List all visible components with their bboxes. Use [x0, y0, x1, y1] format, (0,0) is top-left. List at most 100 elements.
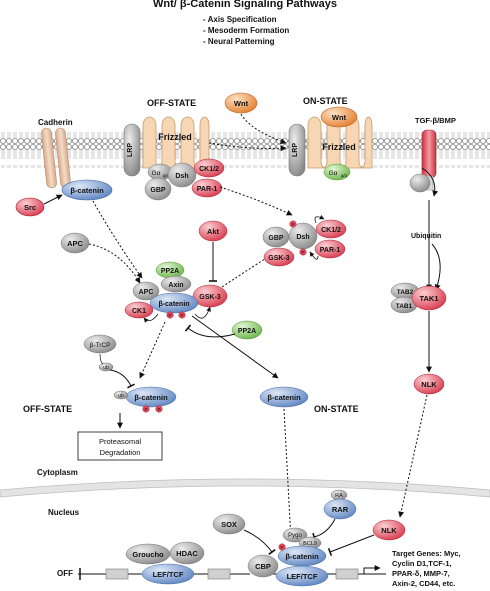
on-state-complex: GBP Dsh CK1/2 GSK-3 PAR-1 P P — [262, 214, 347, 267]
svg-text:ub: ub — [103, 365, 109, 371]
ck1-complex-node: CK1 — [124, 301, 154, 319]
svg-text:Groucho: Groucho — [132, 550, 164, 559]
gbp-right-node: GBP — [262, 226, 290, 248]
nlk-cyto-node: NLK — [413, 373, 445, 395]
page-title: Wnt/ β-Catenin Signaling Pathways — [153, 0, 337, 10]
pygo-node: Pygo — [282, 527, 308, 543]
svg-text:RAR: RAR — [332, 505, 349, 514]
dsh-recruitment-arrow — [219, 186, 293, 216]
to-stabilization-arrow — [191, 315, 279, 379]
cadherin-label: Cadherin — [38, 118, 73, 127]
phospho-marks-complex: P P — [166, 311, 186, 319]
svg-text:NLK: NLK — [421, 380, 437, 389]
svg-text:PP2A: PP2A — [238, 328, 256, 335]
pp2a-free-node: PP2A — [231, 320, 263, 340]
cytoplasm-label: Cytoplasm — [37, 468, 78, 477]
svg-text:LRP: LRP — [292, 143, 299, 157]
svg-text:β-catenin: β-catenin — [267, 393, 301, 402]
svg-text:LEF/TCF: LEF/TCF — [153, 570, 184, 579]
subtitle-item-3: - Neural Patterning — [203, 37, 275, 46]
btrcp-ubiquitination — [109, 369, 135, 389]
apc-free-node: APC — [60, 232, 90, 254]
par1-right-node: PAR-1 — [314, 239, 346, 259]
svg-text:GBP: GBP — [268, 235, 284, 242]
hdac-node: HDAC — [169, 541, 205, 565]
svg-text:P: P — [168, 313, 171, 318]
dsh-left-node: Dsh — [167, 162, 197, 188]
svg-text:APC: APC — [67, 239, 83, 248]
svg-text:Axin-2, CD44, etc.: Axin-2, CD44, etc. — [392, 579, 455, 588]
gbp-left-node: GBP — [144, 177, 172, 201]
bcat-nuc-node: β-catenin P — [277, 543, 327, 567]
subtitle-item-2: - Mesoderm Formation — [203, 26, 289, 35]
svg-text:CK1: CK1 — [132, 308, 146, 315]
svg-text:q/o: q/o — [341, 173, 348, 178]
svg-text:RA: RA — [335, 493, 343, 499]
nuclear-membrane — [0, 478, 490, 498]
svg-text:Frizzled: Frizzled — [322, 142, 356, 152]
akt-node: Akt — [198, 220, 228, 242]
tak1-node: TAK1 — [411, 285, 447, 311]
off-state-top-label: OFF-STATE — [147, 98, 196, 108]
svg-text:P: P — [144, 407, 147, 412]
on-state-mid-label: ON-STATE — [314, 404, 359, 414]
sox-node: SOX — [212, 513, 246, 535]
sox-inhibition — [243, 529, 276, 555]
svg-text:P: P — [157, 407, 160, 412]
svg-text:PAR-1: PAR-1 — [197, 186, 218, 193]
gsk3-right-node: GSK-3 — [263, 247, 295, 267]
svg-text:P: P — [280, 545, 283, 550]
svg-text:β-catenin: β-catenin — [70, 186, 104, 195]
bcat-cadherin-node: β-catenin — [61, 179, 113, 201]
svg-text:Dsh: Dsh — [296, 234, 309, 241]
tab1-node: TAB1 — [390, 296, 418, 314]
phospho-marks-on: P P — [289, 220, 307, 256]
svg-text:CBP: CBP — [255, 562, 271, 571]
nlk-inhibition — [327, 534, 375, 557]
destruction-complex: PP2A Axin APC GSK-3 β-catenin CK1 P P — [124, 261, 228, 323]
svg-text:β-catenin: β-catenin — [158, 301, 189, 308]
bcat-release-arrow — [92, 200, 143, 279]
tgf-bmp-label: TGF-β/BMP — [415, 116, 456, 125]
svg-text:q/o: q/o — [163, 173, 170, 178]
btrcp-node: β-TrCP ub — [83, 334, 117, 372]
svg-text:Wnt: Wnt — [332, 113, 347, 122]
svg-text:GSK-3: GSK-3 — [268, 255, 290, 262]
svg-text:PAR-1: PAR-1 — [320, 247, 341, 254]
svg-text:Target Genes: Myc,: Target Genes: Myc, — [392, 549, 461, 558]
bcat-degradation-node: β-catenin ub P P — [113, 386, 177, 413]
axin-node: Axin — [160, 275, 192, 293]
pp2a-inhibition — [184, 324, 236, 338]
apc-complex-node: APC — [132, 281, 160, 301]
pp2a-complex-node: PP2A — [155, 261, 185, 279]
off-state-mid-label: OFF-STATE — [23, 404, 72, 414]
svg-text:BCL9: BCL9 — [303, 541, 317, 547]
svg-text:CK1/2: CK1/2 — [199, 166, 219, 173]
lrp-receptor-left: LRP — [123, 123, 141, 177]
svg-text:Gα: Gα — [329, 170, 338, 177]
bcat-on-node: β-catenin — [259, 386, 309, 408]
svg-text:SOX: SOX — [221, 520, 237, 529]
src-node: Src — [15, 197, 45, 217]
svg-text:Cyclin D1,TCF-1,: Cyclin D1,TCF-1, — [392, 559, 452, 568]
apc-recruit-arrow — [88, 243, 141, 284]
svg-text:LRP: LRP — [127, 143, 134, 157]
wnt-bound: Wnt — [320, 106, 358, 128]
wnt-ligand: Wnt — [224, 92, 258, 114]
proteasomal-degradation-box: Proteasomal Degradation — [77, 431, 163, 461]
leftcf-off-node: LEF/TCF — [141, 563, 195, 585]
svg-text:TAB1: TAB1 — [396, 303, 413, 310]
svg-text:NLK: NLK — [381, 526, 397, 535]
svg-text:TAB2: TAB2 — [397, 289, 414, 296]
svg-text:Proteasomal: Proteasomal — [99, 437, 141, 446]
ck12-left-node: CK1/2 — [193, 158, 225, 178]
tgf-bmp-receptor — [409, 129, 439, 197]
svg-text:P: P — [180, 313, 183, 318]
off-promoter-label: OFF — [57, 569, 73, 578]
svg-text:Pygo: Pygo — [288, 533, 302, 539]
svg-text:Axin: Axin — [168, 282, 183, 289]
svg-text:Frizzled: Frizzled — [158, 132, 192, 142]
svg-text:TAK1: TAK1 — [419, 294, 438, 303]
svg-text:Akt: Akt — [207, 227, 220, 236]
svg-text:Gα: Gα — [152, 170, 161, 177]
